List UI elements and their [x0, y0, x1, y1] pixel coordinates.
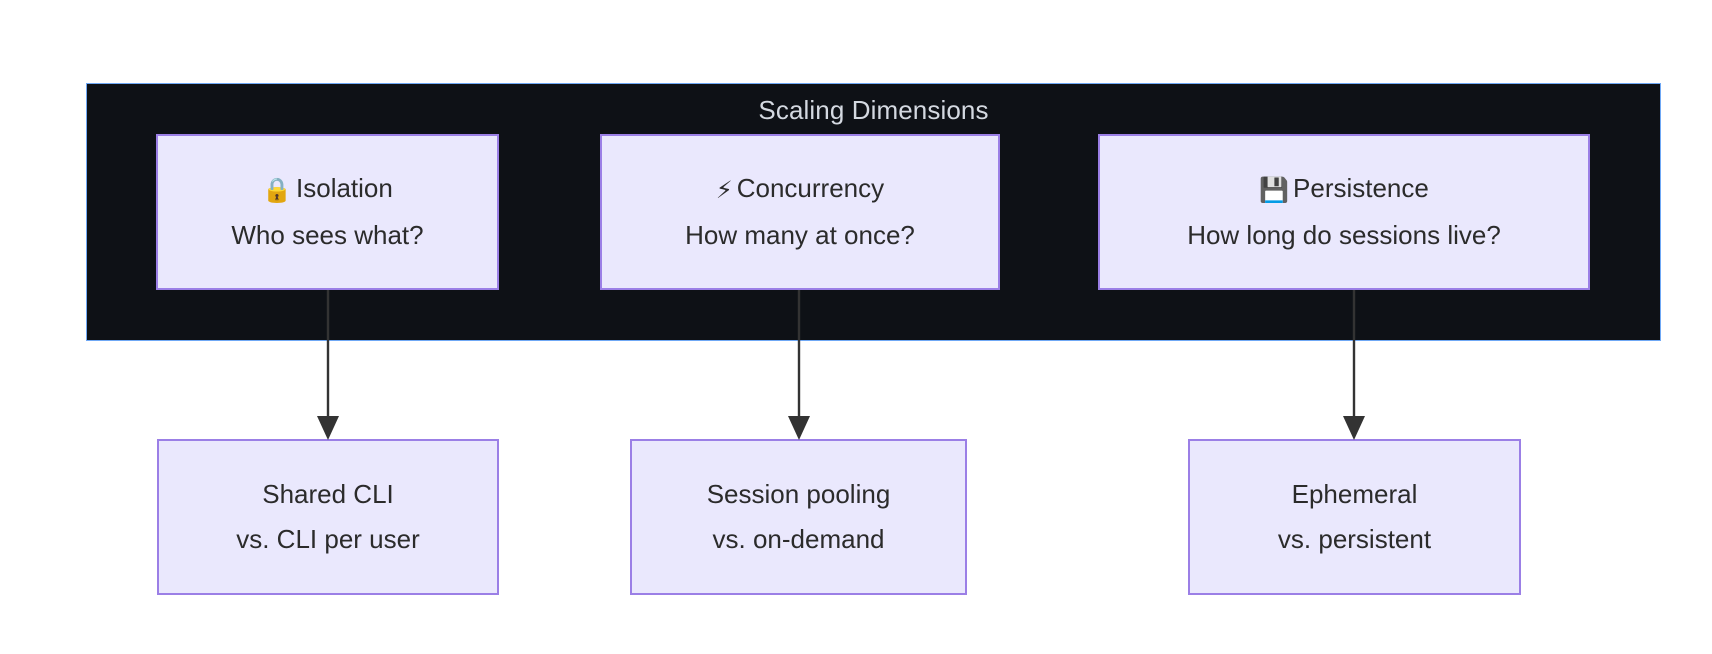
node-persistence-title: 💾Persistence: [1259, 166, 1429, 213]
node-concurrency[interactable]: ⚡Concurrency How many at once?: [600, 134, 1000, 290]
node-isolation-subtitle: Who sees what?: [231, 220, 424, 250]
lock-icon: 🔒: [262, 176, 293, 204]
node-ephemeral[interactable]: Ephemeral vs. persistent: [1188, 439, 1521, 595]
node-concurrency-subtitle: How many at once?: [685, 220, 915, 250]
floppy-disk-icon: 💾: [1259, 176, 1290, 204]
node-shared-cli[interactable]: Shared CLI vs. CLI per user: [157, 439, 499, 595]
node-ephemeral-line2: vs. persistent: [1277, 524, 1432, 554]
node-ephemeral-line1: Ephemeral: [1291, 479, 1418, 509]
node-isolation-title: 🔒Isolation: [262, 166, 393, 213]
node-shared-cli-line2: vs. CLI per user: [236, 524, 420, 554]
node-session-pooling-line1: Session pooling: [706, 479, 891, 509]
node-isolation[interactable]: 🔒Isolation Who sees what?: [156, 134, 499, 290]
node-session-pooling[interactable]: Session pooling vs. on-demand: [630, 439, 967, 595]
node-concurrency-title: ⚡Concurrency: [716, 166, 884, 213]
node-concurrency-title-text: Concurrency: [736, 173, 885, 203]
lightning-bolt-icon: ⚡: [715, 176, 733, 204]
node-isolation-title-text: Isolation: [296, 173, 393, 203]
node-persistence-subtitle: How long do sessions live?: [1187, 220, 1501, 250]
node-persistence-title-text: Persistence: [1293, 173, 1429, 203]
cluster-title: Scaling Dimensions: [758, 95, 989, 125]
node-session-pooling-line2: vs. on-demand: [712, 524, 885, 554]
node-shared-cli-line1: Shared CLI: [262, 479, 394, 509]
node-persistence[interactable]: 💾Persistence How long do sessions live?: [1098, 134, 1590, 290]
